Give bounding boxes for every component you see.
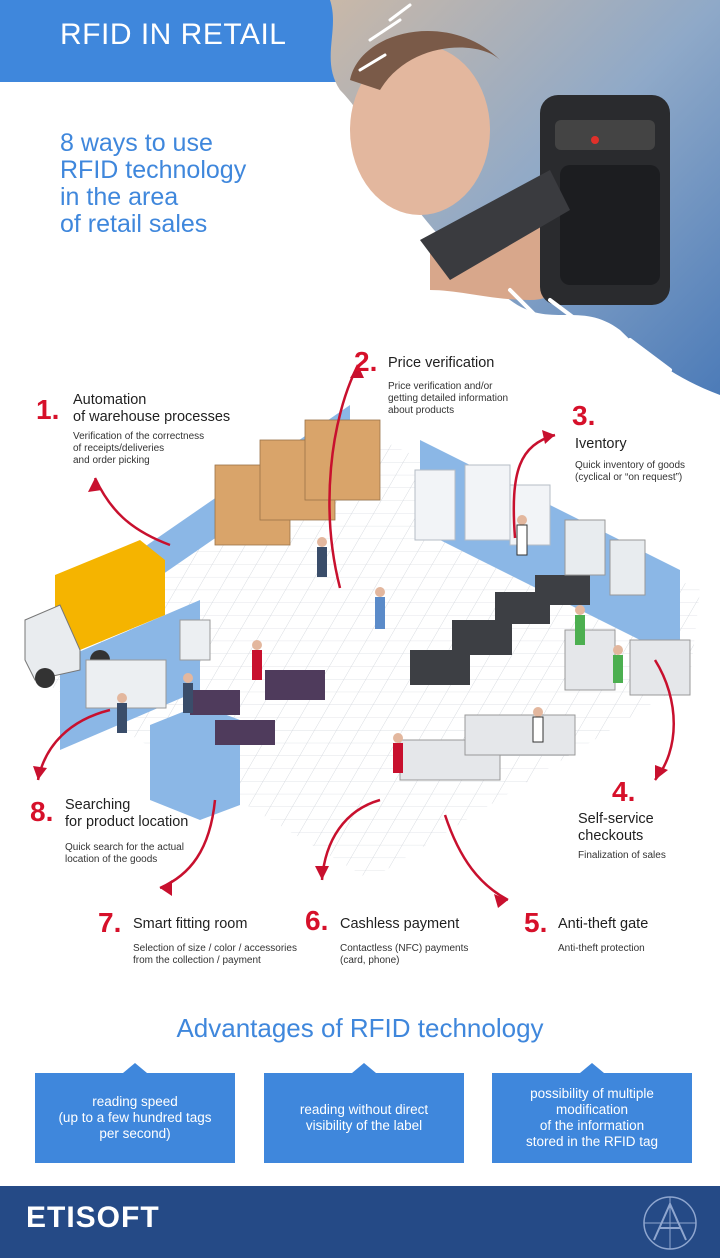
step-desc-3: Quick inventory of goods (cyclical or “o… xyxy=(575,460,686,483)
step-number-8: 8. xyxy=(30,796,54,827)
step-title-3: Iventory xyxy=(575,436,627,452)
header-bar xyxy=(0,0,390,82)
step-title-2: Price verification xyxy=(388,355,495,371)
advantage-card-speed: reading speed (up to a few hundred tags … xyxy=(35,1073,235,1163)
compass-logo-icon xyxy=(643,1196,697,1250)
step-desc-8: Quick search for the actual location of … xyxy=(65,842,184,865)
grocery-shelves xyxy=(414,464,551,546)
step-title-4: Self-service checkouts xyxy=(578,811,654,844)
step-number-3: 3. xyxy=(572,400,596,431)
step-title-1: Automation of warehouse processes xyxy=(73,392,231,425)
advantage-notch xyxy=(580,1063,604,1073)
delivery-truck xyxy=(24,540,165,688)
step-number-4: 4. xyxy=(612,776,636,807)
advantage-card-visibility: reading without direct visibility of the… xyxy=(264,1073,464,1163)
advantage-notch xyxy=(123,1063,147,1073)
advantages-title: Advantages of RFID technology xyxy=(176,1013,544,1043)
step-title-5: Anti-theft gate xyxy=(558,916,649,932)
step-desc-4: Finalization of sales xyxy=(578,850,666,861)
warehouse-shelves xyxy=(214,419,381,546)
step-title-7: Smart fitting room xyxy=(133,916,248,932)
advantage-card-modification: possibility of multiple modification of … xyxy=(492,1073,692,1163)
freezers xyxy=(410,575,590,685)
step-desc-7: Selection of size / color / accessories … xyxy=(133,943,297,966)
footer-bar xyxy=(0,1186,720,1258)
step-title-8: Searching for product location xyxy=(65,797,189,830)
step-desc-5: Anti-theft protection xyxy=(558,943,645,954)
advantage-notch xyxy=(352,1063,376,1073)
step-number-6: 6. xyxy=(305,905,329,936)
step-number-1: 1. xyxy=(36,394,60,425)
display-fridges xyxy=(564,519,646,596)
step-desc-6: Contactless (NFC) payments (card, phone) xyxy=(340,943,469,966)
page-title: RFID IN RETAIL xyxy=(60,18,287,51)
step-number-2: 2. xyxy=(354,346,378,377)
rfid-reader-photo xyxy=(330,0,720,395)
step-number-5: 5. xyxy=(524,907,548,938)
step-number-7: 7. xyxy=(98,907,122,938)
step-title-6: Cashless payment xyxy=(340,916,460,932)
step-desc-2: Price verification and/or getting detail… xyxy=(388,381,509,416)
step-desc-1: Verification of the correctness of recei… xyxy=(73,431,205,466)
arrow-heads xyxy=(33,365,668,908)
intro-subtitle: 8 ways to use RFID technology in the are… xyxy=(60,129,247,238)
brand-logo-text: ETISOFT xyxy=(26,1201,160,1234)
store-illustration xyxy=(24,364,700,908)
